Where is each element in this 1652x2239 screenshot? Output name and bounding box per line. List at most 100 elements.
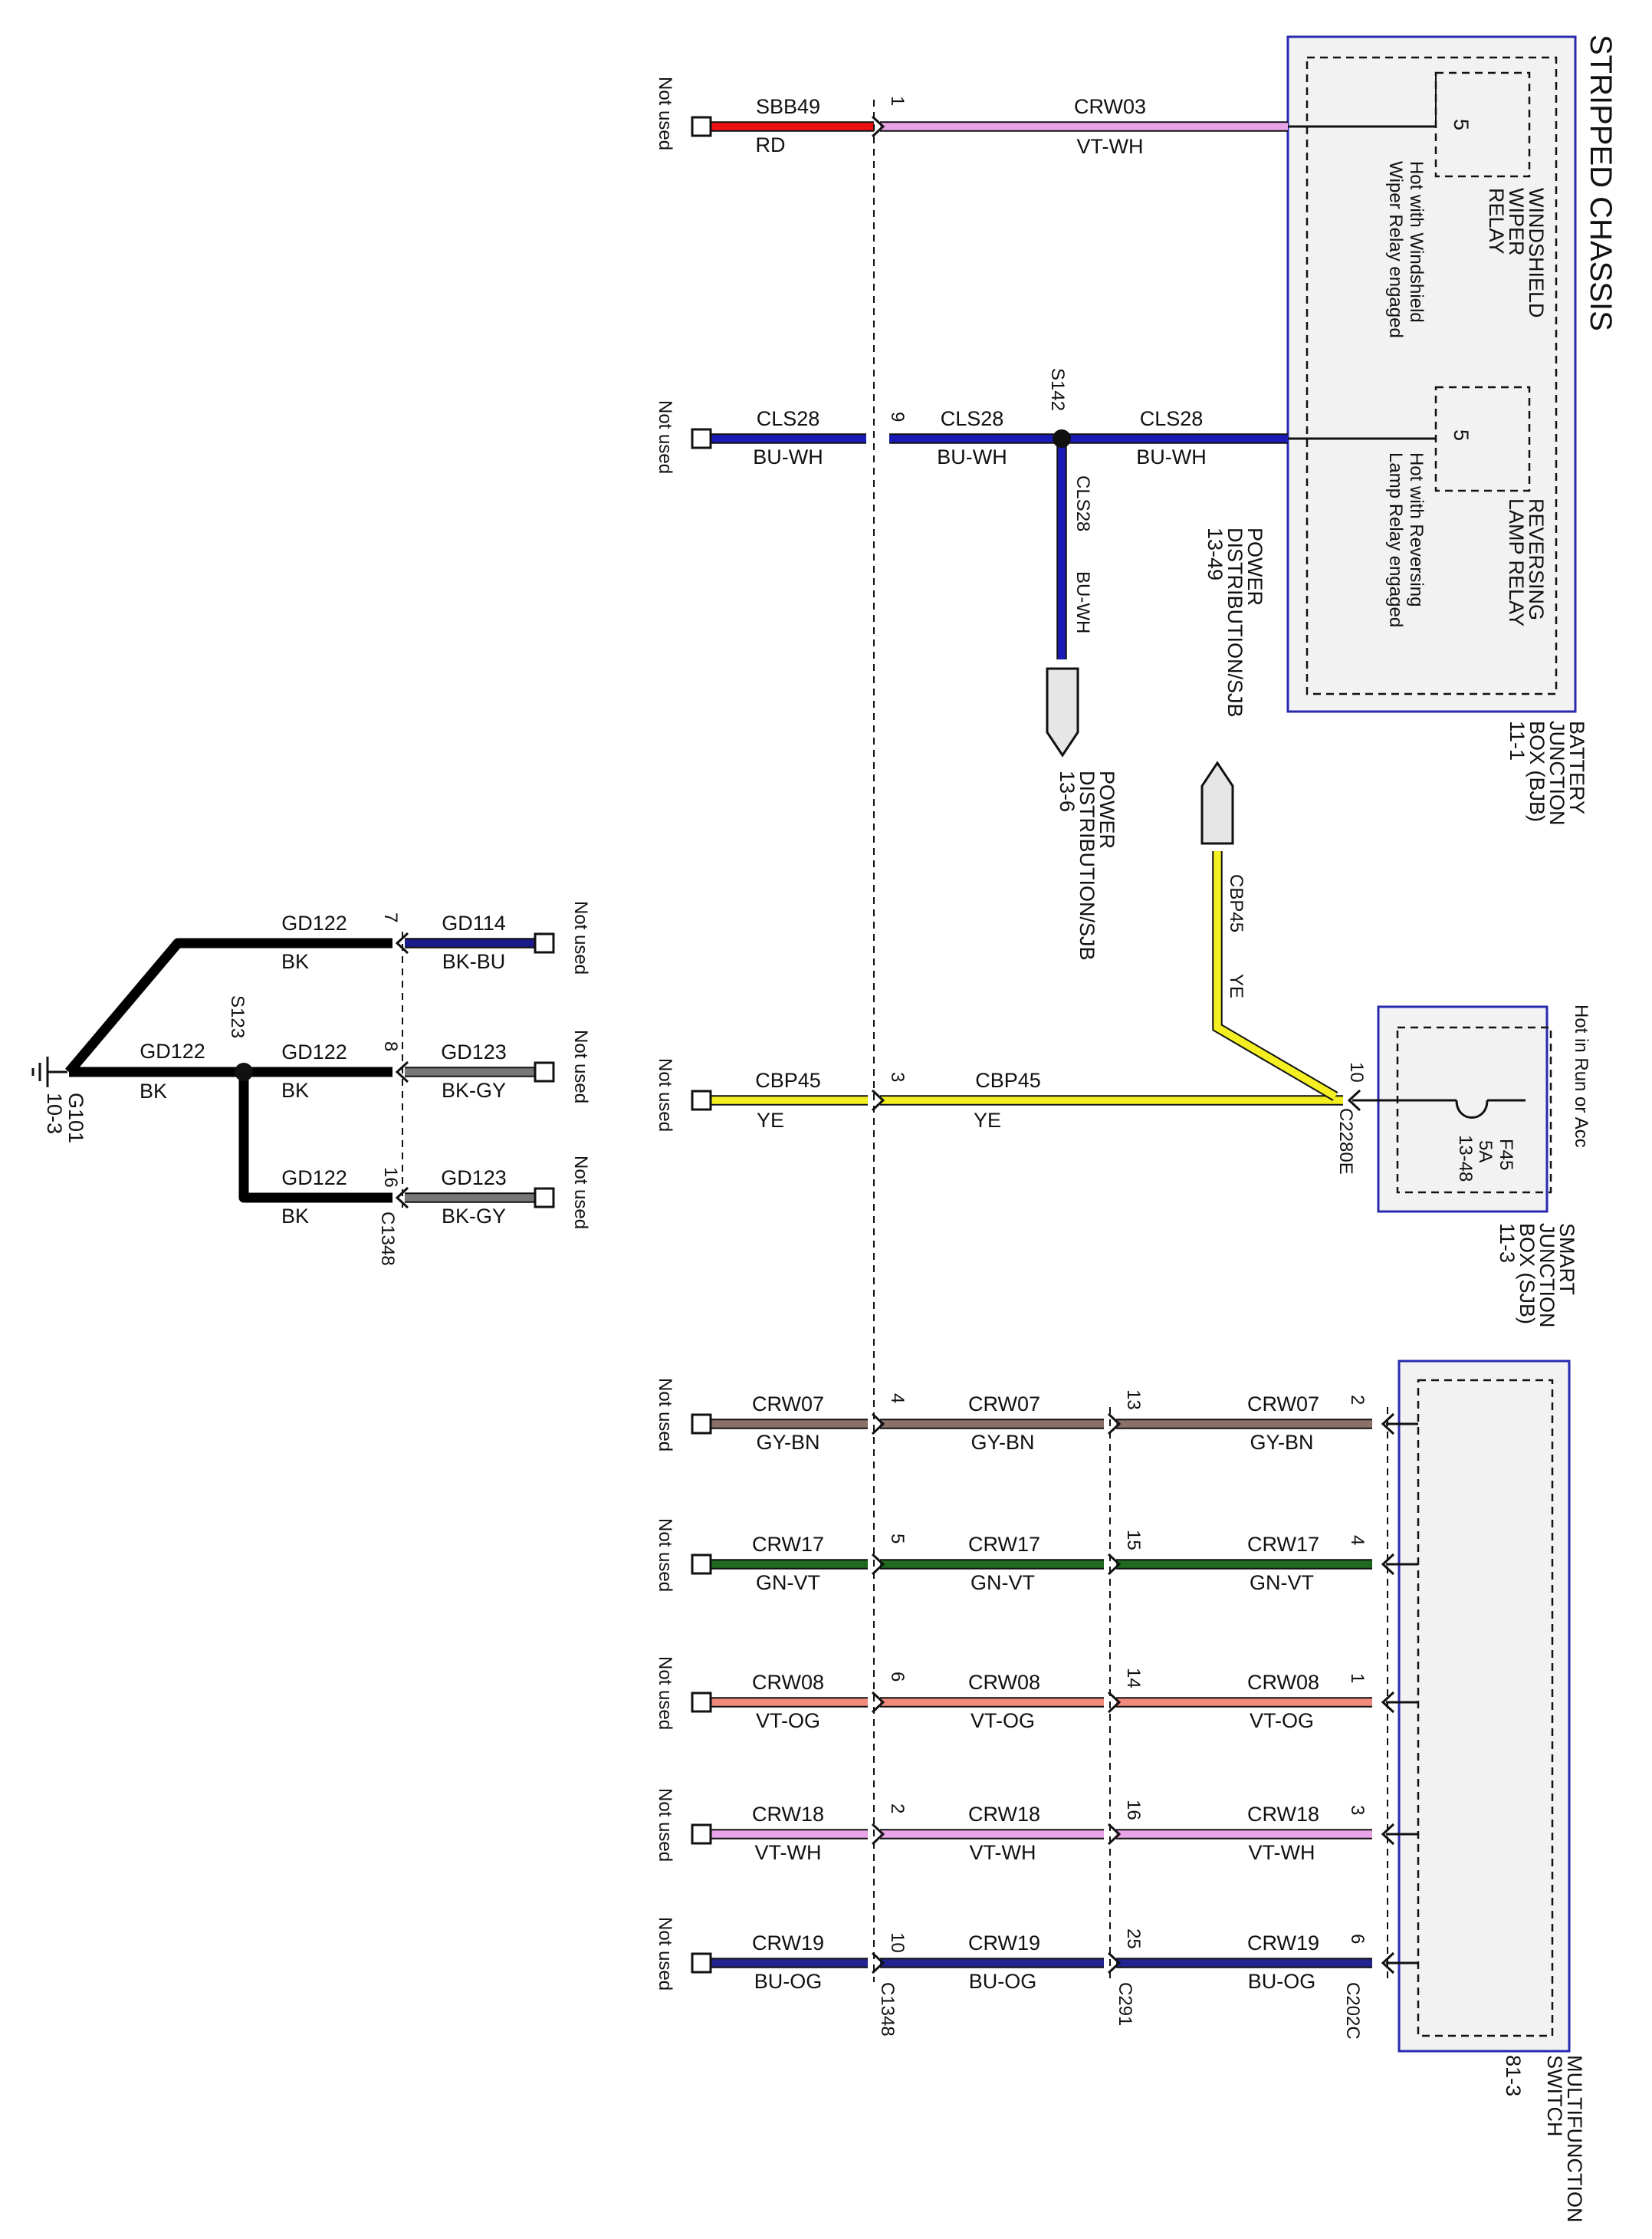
reversing-relay-note: Hot with Reversing [1406, 452, 1427, 607]
reversing-relay-label: LAMP RELAY [1505, 498, 1528, 626]
pin-number: 9 [887, 412, 908, 422]
connector-arrow [1381, 1951, 1395, 1974]
power-distribution-13-49-ref: 13-49 [1204, 528, 1227, 580]
wiper-relay-note: Hot with Windshield [1406, 161, 1427, 323]
not-used-terminal [534, 1187, 555, 1208]
fuse-ref: 13-48 [1455, 1135, 1476, 1182]
connector-arrow [395, 932, 409, 955]
not-used-label: Not used [570, 1030, 591, 1103]
circuit-label: CRW08 [752, 1671, 824, 1694]
connector-arrow [871, 115, 885, 138]
wire-color-label: GN-VT [971, 1571, 1035, 1594]
not-used-label: Not used [655, 1917, 675, 1991]
power-distribution-13-49-label: DISTRIBUTION/SJB [1223, 528, 1246, 718]
wire-color-label: BK-GY [442, 1079, 506, 1102]
wire-color-label: BK-BU [442, 950, 506, 973]
circuit-label: CRW03 [1074, 95, 1146, 118]
bjb-label: JUNCTION [1545, 721, 1568, 826]
circuit-label: GD122 [281, 912, 347, 935]
multifunction-switch-ref: 81-3 [1502, 2055, 1525, 2096]
multifunction-switch-label: SWITCH [1543, 2055, 1566, 2136]
pin-number: 8 [380, 1041, 401, 1051]
wire-color-label: BK [281, 950, 309, 973]
fuse-rating: 5A [1475, 1140, 1496, 1162]
connector-arrow [1381, 1691, 1395, 1714]
connector-arrow [871, 1691, 885, 1714]
ground-g101-label: G101 [64, 1093, 87, 1143]
not-used-label: Not used [655, 1656, 675, 1730]
not-used-terminal [691, 1090, 712, 1111]
wire-color-label: YE [1226, 974, 1246, 998]
wiper-relay-note: Wiper Relay engaged [1385, 161, 1406, 338]
connector-c1348-label: C1348 [877, 1982, 898, 2037]
pin-number: 13 [1123, 1389, 1144, 1410]
reversing-relay-pin: 5 [1450, 429, 1473, 441]
wire-cbp45-branch [1212, 851, 1338, 1101]
wire-color-label: GY-BN [756, 1431, 819, 1454]
pin-number: 3 [887, 1072, 908, 1082]
connector-arrow [1381, 1553, 1395, 1576]
bjb-label: BOX (BJB) [1526, 721, 1549, 822]
connector-arrow [395, 1060, 409, 1083]
connector-arrow [1381, 1823, 1395, 1846]
circuit-label: CBP45 [1226, 874, 1246, 932]
circuit-label: CRW07 [1247, 1392, 1319, 1415]
bjb-ref: 11-1 [1506, 721, 1529, 761]
wire-color-label: RD [756, 133, 786, 156]
pin-number: 2 [1347, 1395, 1368, 1405]
circuit-label: GD122 [140, 1040, 205, 1063]
pin-number: 7 [380, 912, 401, 922]
fuse-label: F45 [1496, 1139, 1516, 1170]
circuit-label: GD123 [441, 1041, 507, 1064]
pin-number: 16 [380, 1167, 401, 1188]
splice-s142-label: S142 [1047, 368, 1068, 411]
connector-c1348-label: C1348 [377, 1212, 398, 1266]
wire-color-label: GY-BN [971, 1431, 1034, 1454]
pin-number: 1 [1347, 1673, 1368, 1683]
sjb-label: SMART [1555, 1223, 1578, 1295]
wire-color-label: YE [974, 1109, 1001, 1132]
wire-color-label: GY-BN [1250, 1431, 1313, 1454]
wiper-relay-pin: 5 [1450, 119, 1473, 130]
reversing-relay-note: Lamp Relay engaged [1385, 452, 1406, 627]
sjb-box [1377, 1005, 1549, 1213]
circuit-label: CLS28 [757, 407, 820, 430]
reversing-relay-label: REVERSING [1525, 498, 1548, 620]
circuit-label: CRW19 [968, 1932, 1040, 1955]
power-distribution-13-49-label: POWER [1243, 528, 1266, 606]
power-distribution-13-49-connector [1200, 761, 1234, 845]
wire-color-label: BU-WH [937, 445, 1007, 469]
not-used-terminal [691, 1952, 712, 1974]
pin-number: 25 [1123, 1928, 1144, 1949]
not-used-terminal [691, 1692, 712, 1713]
wire-color-label: BK-GY [442, 1205, 506, 1228]
wire-color-label: GN-VT [1250, 1571, 1314, 1594]
connector-c291-label: C291 [1115, 1982, 1135, 2026]
connector-arrow [871, 1553, 885, 1576]
pin-number: 14 [1123, 1668, 1144, 1688]
wire-color-label: GN-VT [756, 1571, 820, 1594]
wire-color-label: YE [757, 1109, 784, 1132]
connector-c202c-label: C202C [1342, 1982, 1363, 2040]
splice-s123-label: S123 [227, 995, 248, 1038]
not-used-terminal [691, 1823, 712, 1845]
sjb-ref: 11-3 [1496, 1223, 1519, 1263]
circuit-label: CRW17 [1247, 1533, 1319, 1556]
power-distribution-13-6-label: DISTRIBUTION/SJB [1076, 771, 1099, 961]
wiper-relay-label: WIPER [1505, 188, 1528, 256]
power-distribution-13-6-connector [1046, 667, 1079, 758]
wire-color-label: BK [281, 1079, 309, 1102]
pin-number: 15 [1123, 1530, 1144, 1550]
pin-number: 2 [887, 1803, 908, 1813]
wire-color-label: BU-WH [1072, 571, 1093, 633]
connector-arrow [871, 1951, 885, 1974]
circuit-label: GD122 [281, 1041, 347, 1064]
circuit-label: CRW18 [752, 1803, 824, 1826]
connector-arrow [1107, 1412, 1122, 1435]
circuit-label: CRW19 [752, 1932, 824, 1955]
circuit-label: CRW17 [752, 1533, 824, 1556]
connector-arrow [1381, 1412, 1395, 1435]
circuit-label: SBB49 [756, 95, 820, 118]
connector-arrow [1107, 1553, 1122, 1576]
wire-color-label: BU-WH [1136, 445, 1206, 469]
